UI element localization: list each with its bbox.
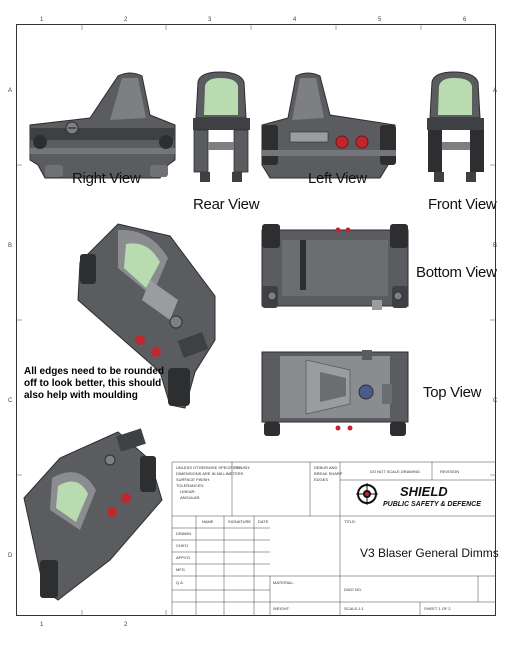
top-view-label: Top View: [423, 384, 482, 401]
top-view-drawing: [261, 350, 409, 436]
tb-general-3: SURFACE FINISH:: [176, 477, 211, 482]
shield-logo-icon: [356, 483, 378, 505]
tb-row-qa: Q.A: [176, 580, 183, 585]
tb-general-6: ANGULAR:: [180, 495, 201, 500]
tb-revision: REVISION: [440, 469, 460, 474]
title-block-grid: [171, 461, 496, 616]
zone-left-d: D: [8, 553, 13, 559]
left-view-drawing: [261, 72, 396, 179]
tb-deburr-1: DEBUR AND: [314, 465, 338, 470]
zone-bottom-1: 1: [40, 622, 44, 628]
tb-scale: SCALE:1:1: [344, 606, 364, 611]
tb-row-mfg: MFG: [176, 567, 185, 572]
zone-left-b: B: [8, 243, 13, 249]
tb-col-name: NAME: [202, 519, 214, 524]
tb-dwg-no: DWG NO.: [344, 587, 362, 592]
company-name: SHIELD: [400, 484, 448, 499]
tb-general-4: TOLERANCES:: [176, 483, 205, 488]
tb-material: MATERIAL:: [273, 580, 294, 585]
zone-left-c: C: [8, 398, 13, 404]
tb-col-signature: SIGNATURE: [228, 519, 252, 524]
tb-col-date: DATE: [258, 519, 269, 524]
design-note: All edges need to be rounded off to look…: [24, 366, 165, 401]
isometric-view-bottom: [23, 428, 163, 601]
right-view-label: Right View: [72, 170, 141, 187]
front-view-label: Front View: [428, 196, 497, 213]
rear-view-drawing: [193, 71, 250, 182]
zone-top-4: 4: [293, 17, 297, 23]
isometric-view-top: [77, 223, 216, 409]
tb-row-approved: APPV'D: [176, 555, 191, 560]
tb-general-2: DIMENSIONS ARE IN MILLIMETERS: [176, 471, 244, 476]
zone-top-2: 2: [124, 17, 128, 23]
zone-top-6: 6: [463, 17, 467, 23]
front-view-drawing: [427, 71, 484, 182]
zone-top-1: 1: [40, 17, 44, 23]
right-view-drawing: [29, 72, 176, 179]
tb-weight: WEIGHT:: [273, 606, 290, 611]
tb-general-1: UNLESS OTHERWISE SPECIFIED:: [176, 465, 241, 470]
tb-finish: FINISH:: [236, 465, 251, 470]
zone-left-a: A: [8, 88, 13, 94]
zone-bottom-2: 2: [124, 622, 128, 628]
left-view-label: Left View: [308, 170, 367, 187]
bottom-view-label: Bottom View: [416, 264, 497, 281]
zone-top-5: 5: [378, 17, 382, 23]
tb-sheet: SHEET 1 OF 2: [424, 606, 451, 611]
tb-deburr-3: EDGES: [314, 477, 329, 482]
tb-deburr-2: BREAK SHARP: [314, 471, 343, 476]
tb-row-drawn: DRAWN: [176, 531, 191, 536]
drawing-title: V3 Blaser General Dimms: [360, 546, 499, 560]
tb-row-checked: CHK'D: [176, 543, 189, 548]
rear-view-label: Rear View: [193, 196, 260, 213]
zone-top-3: 3: [208, 17, 212, 23]
tb-general-5: LINEAR:: [180, 489, 196, 494]
tb-do-not-scale: DO NOT SCALE DRAWING: [370, 469, 421, 474]
bottom-view-drawing: [261, 224, 409, 310]
tb-title-label: TITLE:: [344, 519, 357, 524]
company-subtitle: PUBLIC SAFETY & DEFENCE: [383, 501, 481, 508]
